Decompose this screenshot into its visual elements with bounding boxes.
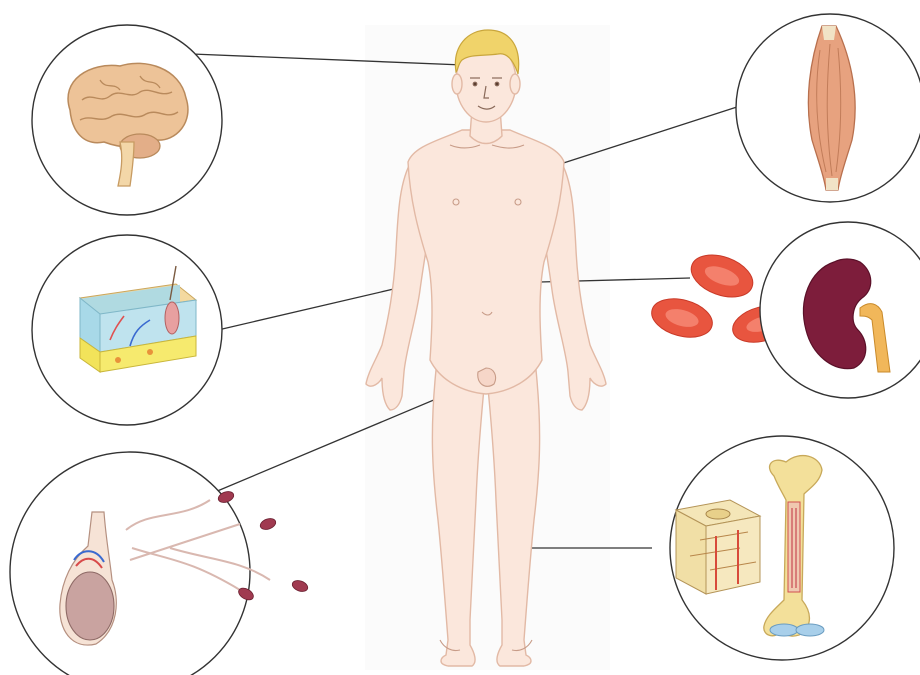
left-ear xyxy=(452,74,462,94)
brain-callout xyxy=(32,25,222,215)
bone-tissue-cross-section-icon xyxy=(676,500,760,594)
torso xyxy=(408,130,564,394)
muscle-callout xyxy=(736,14,920,202)
sperm-callout xyxy=(10,452,309,675)
red-blood-cell-icon xyxy=(685,247,758,305)
skin-callout xyxy=(32,235,222,425)
kidney-callout xyxy=(760,222,920,398)
bone-callout xyxy=(670,436,894,660)
red-blood-cell-icon xyxy=(647,293,716,344)
right-ear xyxy=(510,74,520,94)
